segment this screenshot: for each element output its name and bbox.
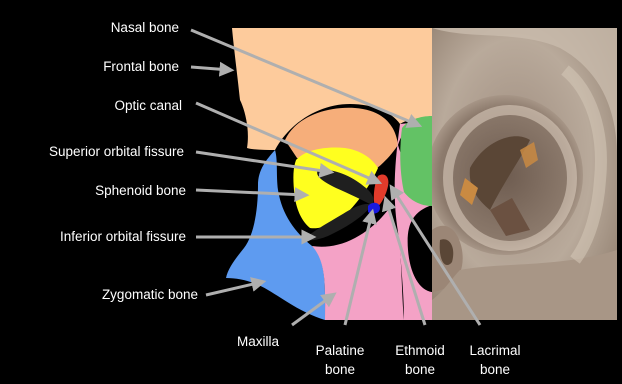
label-lacrimal-bone: Lacrimal bone (469, 341, 520, 379)
frontal-bone-arrow (191, 67, 230, 70)
label-superior-orbital-fissure: Superior orbital fissure (49, 142, 184, 161)
label-palatine-bone-line2: bone (316, 360, 365, 379)
label-ethmoid-bone: Ethmoid bone (395, 341, 445, 379)
nasal-bone-region (400, 116, 432, 206)
sphenoid-bone-arrow (196, 190, 305, 195)
label-frontal-bone: Frontal bone (103, 57, 179, 76)
zygomatic-bone-arrow (206, 282, 262, 295)
label-maxilla: Maxilla (237, 332, 279, 351)
label-palatine-bone-line1: Palatine (316, 341, 365, 360)
label-optic-canal: Optic canal (114, 96, 182, 115)
label-ethmoid-bone-line2: bone (395, 360, 445, 379)
label-nasal-bone: Nasal bone (111, 18, 179, 37)
label-ethmoid-bone-line1: Ethmoid (395, 341, 445, 360)
ct-skull-photo (427, 28, 617, 320)
label-lacrimal-bone-line1: Lacrimal (469, 341, 520, 360)
label-inferior-orbital-fissure: Inferior orbital fissure (60, 227, 186, 246)
label-lacrimal-bone-line2: bone (469, 360, 520, 379)
label-zygomatic-bone: Zygomatic bone (102, 285, 198, 304)
label-palatine-bone: Palatine bone (316, 341, 365, 379)
palatine-bone-shape (368, 203, 380, 214)
label-sphenoid-bone: Sphenoid bone (95, 181, 186, 200)
